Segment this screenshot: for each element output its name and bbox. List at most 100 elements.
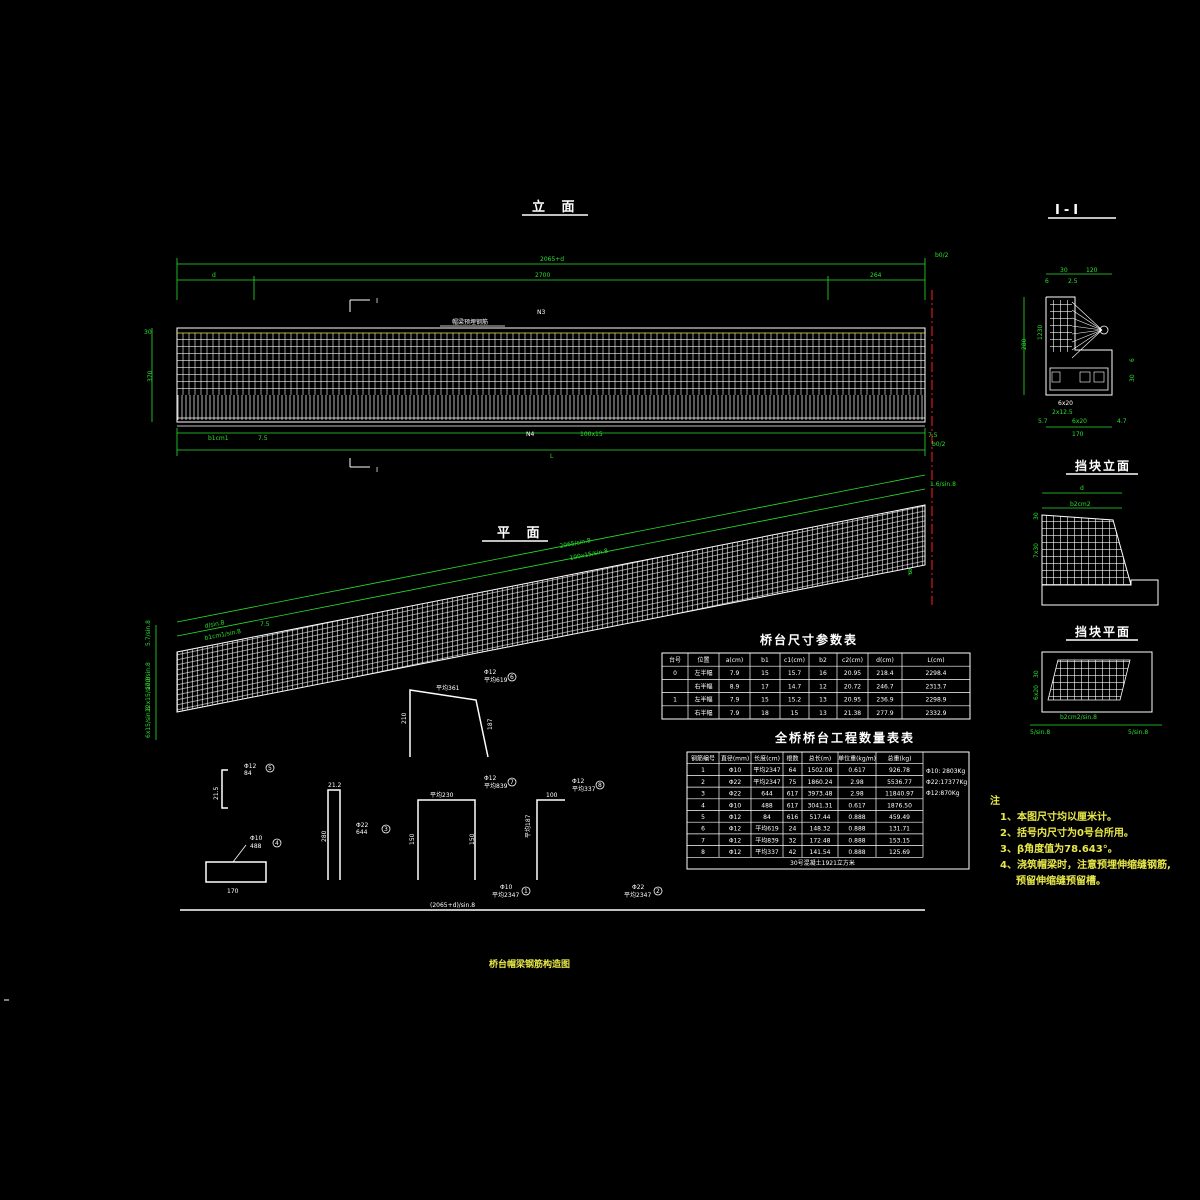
bar8-len: 平均337 <box>572 785 596 793</box>
bar4-shape <box>205 861 267 883</box>
bar7-shape <box>417 799 476 880</box>
qty-cell: 75 <box>789 779 797 786</box>
param-cell: 2298.9 <box>926 697 947 704</box>
param-cell: 15 <box>791 710 799 717</box>
bar6-top-dim: 平均361 <box>436 684 460 692</box>
qty-cell: 644 <box>761 791 773 798</box>
qty-total-3: Φ12:870Kg <box>926 790 960 797</box>
qty-cell: 3 <box>701 791 705 798</box>
bar6-right-dim: 187 <box>487 718 494 730</box>
param-cell: 16 <box>819 670 827 677</box>
block-elevation-shape <box>1041 514 1132 586</box>
section-bot3: 5.7 <box>1038 418 1048 425</box>
bar8-dia: Φ12 <box>572 778 585 785</box>
param-cell: 15.7 <box>788 670 802 677</box>
dim-mid-label: 2700 <box>535 272 550 279</box>
block-plan-b1: 5/sin.8 <box>1030 729 1050 736</box>
bar6-dia: Φ12 <box>484 669 497 676</box>
section-dim-d: 2.5 <box>1068 278 1078 285</box>
section-fan-bars <box>1071 301 1103 359</box>
section-h3: 30 <box>1129 374 1136 382</box>
section-dim-b: 120 <box>1086 267 1098 274</box>
qty-cell: 1502.08 <box>808 767 833 774</box>
qty-cell: 488 <box>761 802 773 809</box>
qty-cell: 172.48 <box>810 837 831 844</box>
note-5: 预留伸缩缝预留槽。 <box>1016 874 1106 887</box>
param-cell: 12 <box>819 683 827 690</box>
qty-cell: 3973.48 <box>808 791 833 798</box>
qty-cell: 4 <box>701 802 705 809</box>
note-1: 1、本图尺寸均以厘米计。 <box>1000 810 1117 823</box>
section-outline <box>1045 296 1113 396</box>
qty-cell: 平均839 <box>755 836 779 844</box>
param-cell: 7.9 <box>730 710 740 717</box>
plan-dim3: 100x15/sin.8 <box>569 548 609 562</box>
qty-cell: Φ22 <box>729 791 742 798</box>
qty-cell: 平均2347 <box>753 766 780 774</box>
plan-view: 平 面 1.6/sin.8 2065/sin.8 100x15/sin.8 d/… <box>145 474 956 740</box>
param-cell: 15 <box>761 670 769 677</box>
bar5-shape <box>221 769 228 809</box>
param-cell: 20.95 <box>844 670 861 677</box>
bar8-h: 平均187 <box>524 814 532 838</box>
plan-side4: 6x15/sin.8 <box>145 706 152 738</box>
qty-cell: 5536.77 <box>887 779 912 786</box>
dim-right-label: b0/2 <box>935 252 949 259</box>
beam-stirrups-lower <box>177 395 925 420</box>
elevation-view: 立 面 2065+d b0/2 d 2700 264 I I N3 帽梁预埋钢筋 <box>144 199 949 605</box>
elevation-title: 立 面 <box>532 199 581 215</box>
param-header-cell: c2(cm) <box>842 657 863 664</box>
block-elevation-base <box>1041 579 1159 606</box>
qty-cell: Φ12 <box>729 837 742 844</box>
section-callout-circle <box>1099 325 1109 335</box>
qty-cell: 1876.50 <box>887 802 912 809</box>
note-4: 4、浇筑帽梁时，注意预埋伸缩缝钢筋, <box>1000 858 1171 871</box>
bar3-len: 644 <box>356 829 368 836</box>
qty-cell: 153.15 <box>889 837 910 844</box>
qty-cell: 5 <box>701 814 705 821</box>
dim-total-label: 2065+d <box>540 256 564 263</box>
bar6-shape <box>409 689 489 758</box>
plan-side1: 5.7/sin.8 <box>145 620 152 646</box>
section-dim-a: 30 <box>1060 267 1068 274</box>
section-view: I-I 30 120 6 2.5 280 1230 30 6 <box>1021 203 1136 438</box>
qty-cell: 8 <box>701 849 705 856</box>
section-rebar-c <box>1093 371 1105 383</box>
param-cell: 246.7 <box>876 683 893 690</box>
param-cell: 左半幅 <box>694 696 712 704</box>
param-cell: 7.9 <box>730 670 740 677</box>
qty-cell: 616 <box>787 814 799 821</box>
section-mark-bottom-label: I <box>376 466 378 474</box>
param-header-cell: b1 <box>761 657 769 664</box>
param-cell: 7.9 <box>730 697 740 704</box>
param-cell: 20.72 <box>844 683 861 690</box>
section-bot1: 2x12.5 <box>1052 409 1073 416</box>
param-header-cell: c1(cm) <box>784 657 805 664</box>
qty-cell: Φ12 <box>729 826 742 833</box>
qty-cell: 617 <box>787 791 799 798</box>
qty-cell: 32 <box>789 837 797 844</box>
param-header-cell: b2 <box>819 657 827 664</box>
bottom-b-label: 7.5 <box>928 432 938 439</box>
section-rebar-a <box>1051 371 1061 383</box>
section-bot2a: 6x20 <box>1072 418 1087 425</box>
qty-cell: 0.888 <box>848 826 865 833</box>
qty-cell: 平均2347 <box>753 778 780 786</box>
section-rebar-b <box>1079 371 1091 383</box>
qty-cell: 131.71 <box>889 826 910 833</box>
qty-cell: 平均619 <box>755 825 779 833</box>
qty-cell: 926.78 <box>889 767 910 774</box>
bar6-callout-circle <box>507 672 517 682</box>
param-cell: 277.9 <box>876 710 893 717</box>
note-2: 2、括号内尺寸为0号台所用。 <box>1000 826 1134 839</box>
bar3-h: 280 <box>321 830 328 842</box>
beam-embed-label: 帽梁预埋钢筋 <box>452 318 488 326</box>
plan-beam <box>176 504 926 713</box>
plan-dim2: 2065/sin.8 <box>559 537 592 550</box>
qty-cell: 517.44 <box>810 814 831 821</box>
block-plan: 挡块平面 30 6x20 b2cm2/sin.8 5/sin.8 5/sin.8 <box>1030 624 1162 736</box>
param-cell: 218.4 <box>876 670 893 677</box>
qty-cell: Φ12 <box>729 814 742 821</box>
param-header-cell: 位置 <box>697 656 709 664</box>
